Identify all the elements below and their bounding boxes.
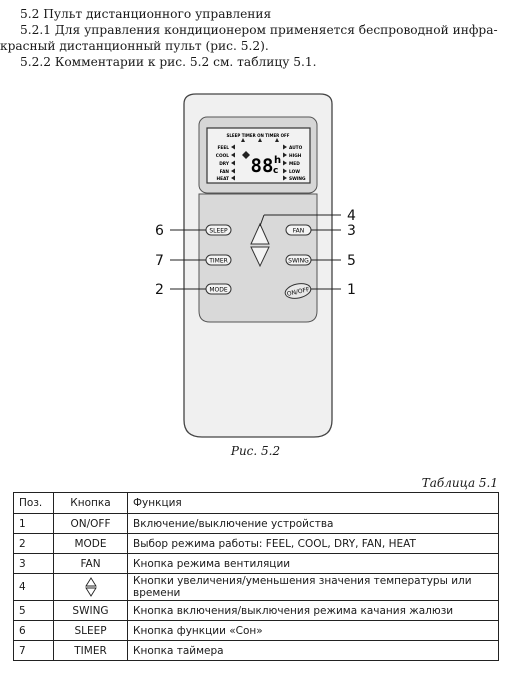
cell-function: Кнопка функции «Сон» xyxy=(127,620,499,641)
lcd-label-med: MED xyxy=(289,161,300,167)
table-caption: Таблица 5.1 xyxy=(421,476,498,490)
lcd-right-arrows xyxy=(283,144,287,181)
onoff-button-shape[interactable] xyxy=(284,281,312,300)
cell-function: Кнопка таймера xyxy=(127,640,499,661)
cell-button: MODE xyxy=(53,533,128,554)
table-row: 2 MODE Выбор режима работы: FEEL, COOL, … xyxy=(13,533,499,554)
temp-up-button[interactable] xyxy=(250,222,270,245)
table-row: 1 ON/OFF Включение/выключение устройства xyxy=(13,513,499,534)
cell-button: TIMER xyxy=(53,640,128,661)
onoff-button-label: ON/OFF xyxy=(286,286,310,298)
lcd-indicator-arrows xyxy=(241,138,279,142)
header-pos: Поз. xyxy=(13,492,54,514)
callout-2: 2 xyxy=(155,282,164,298)
lcd-label-dry: DRY xyxy=(219,161,230,167)
mode-button[interactable]: MODE xyxy=(205,283,232,295)
lcd-digits: 88 xyxy=(251,155,274,177)
table-row: 4 Кнопки увеличения/уменьшения значения … xyxy=(13,573,499,601)
cell-pos: 6 xyxy=(13,620,54,641)
callout-line-4-lead xyxy=(259,214,265,227)
lcd-left-labels: FEEL COOL DRY FAN HEAT xyxy=(216,145,230,182)
cell-button: SLEEP xyxy=(53,620,128,641)
temp-down-button[interactable] xyxy=(250,246,270,268)
callout-7: 7 xyxy=(155,253,164,269)
paragraph-5-2-1-line-2: красный дистанционный пульт (рис. 5.2). xyxy=(0,39,269,53)
cell-button: FAN xyxy=(53,553,128,574)
cell-pos: 7 xyxy=(13,640,54,661)
mode-button-label: MODE xyxy=(209,287,228,294)
cell-function: Кнопка режима вентиляции xyxy=(127,553,499,574)
callout-lines xyxy=(170,214,341,290)
lcd-label-high: HIGH xyxy=(289,153,302,159)
callout-numbers: 6 7 2 4 3 5 1 xyxy=(155,208,356,298)
cell-pos: 3 xyxy=(13,553,54,574)
cell-button: ON/OFF xyxy=(53,513,128,534)
cell-function: Включение/выключение устройства xyxy=(127,513,499,534)
lcd-unit-celsius: c xyxy=(273,166,278,176)
lcd-label-auto: AUTO xyxy=(289,145,303,151)
lcd-label-feel: FEEL xyxy=(217,145,229,151)
sleep-button-label: SLEEP xyxy=(209,228,228,235)
callout-3: 3 xyxy=(347,223,356,239)
cell-pos: 4 xyxy=(13,573,54,601)
cell-pos: 2 xyxy=(13,533,54,554)
onoff-button[interactable]: ON/OFF xyxy=(284,281,312,300)
lcd-label-swing: SWING xyxy=(289,176,306,182)
cell-function: Кнопка включения/выключения режима качан… xyxy=(127,600,499,621)
header-button: Кнопка xyxy=(53,492,128,514)
timer-button-label: TIMER xyxy=(208,258,228,265)
buttons-table: Поз. Кнопка Функция 1 ON/OFF Включение/в… xyxy=(13,492,499,661)
timer-button[interactable]: TIMER xyxy=(205,254,232,266)
fan-button-label: FAN xyxy=(293,228,305,235)
table-row: 3 FAN Кнопка режима вентиляции xyxy=(13,553,499,574)
cell-button: SWING xyxy=(53,600,128,621)
header-function: Функция xyxy=(127,492,499,514)
callout-1: 1 xyxy=(347,282,356,298)
table-row: 7 TIMER Кнопка таймера xyxy=(13,640,499,661)
lcd-label-low: LOW xyxy=(289,169,300,175)
swing-button-label: SWING xyxy=(288,258,309,265)
paragraph-5-2-2: 5.2.2 Комментарии к рис. 5.2 см. таблицу… xyxy=(20,55,317,69)
cell-pos: 5 xyxy=(13,600,54,621)
lcd-left-arrows xyxy=(231,144,235,181)
sleep-button[interactable]: SLEEP xyxy=(205,224,232,236)
table-header-row: Поз. Кнопка Функция xyxy=(13,492,499,514)
callout-5: 5 xyxy=(347,253,356,269)
up-down-arrows-icon xyxy=(84,577,97,597)
cell-button-arrows xyxy=(53,573,128,601)
callout-4: 4 xyxy=(347,208,356,224)
figure-caption: Рис. 5.2 xyxy=(230,444,281,458)
table-row: 5 SWING Кнопка включения/выключения режи… xyxy=(13,600,499,621)
lcd-label-heat: HEAT xyxy=(217,176,230,182)
fan-icon xyxy=(242,151,250,159)
fan-button[interactable]: FAN xyxy=(285,224,312,236)
lcd-screen xyxy=(206,127,311,184)
callout-6: 6 xyxy=(155,223,164,239)
swing-button[interactable]: SWING xyxy=(285,254,312,266)
cell-function: Кнопки увеличения/уменьшения значения те… xyxy=(127,573,499,601)
lcd-top-labels: SLEEP TIMER ON TIMER OFF xyxy=(226,133,289,138)
section-heading: 5.2 Пульт дистанционного управления xyxy=(20,7,272,21)
lcd-label-cool: COOL xyxy=(216,153,229,159)
paragraph-5-2-1-line-1: 5.2.1 Для управления кондиционером приме… xyxy=(20,23,498,37)
lcd-label-fan: FAN xyxy=(220,169,230,175)
cell-pos: 1 xyxy=(13,513,54,534)
table-row: 6 SLEEP Кнопка функции «Сон» xyxy=(13,620,499,641)
lcd-unit-hours: h xyxy=(274,155,281,166)
cell-function: Выбор режима работы: FEEL, COOL, DRY, FA… xyxy=(127,533,499,554)
lcd-right-labels: AUTO HIGH MED LOW SWING xyxy=(289,145,306,182)
